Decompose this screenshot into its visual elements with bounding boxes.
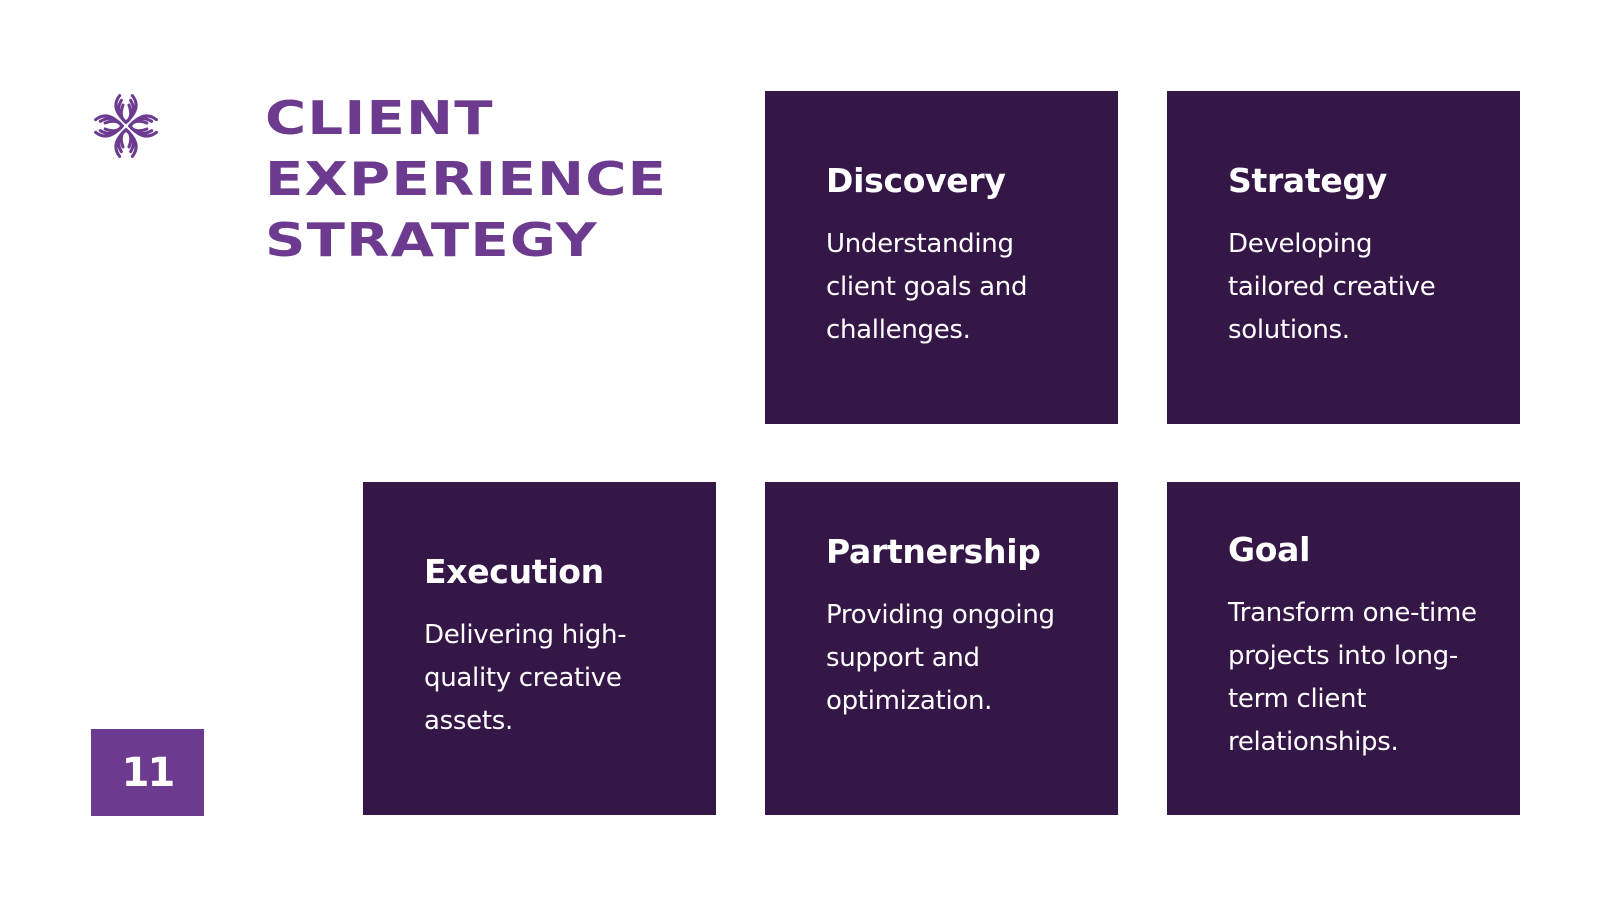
card-partnership: Partnership Providing ongoing support an…	[765, 482, 1118, 815]
card-title: Discovery	[826, 161, 1006, 200]
card-body: Delivering high-quality creative assets.	[424, 620, 627, 736]
card-title: Partnership	[826, 532, 1041, 571]
card-body: Understanding client goals and challenge…	[826, 229, 1028, 345]
card-body: Developing tailored creative solutions.	[1228, 229, 1436, 345]
slide-title: CLIENT EXPERIENCE STRATEGY	[265, 88, 667, 271]
card-title: Strategy	[1228, 161, 1387, 200]
card-strategy: Strategy Developing tailored creative so…	[1167, 91, 1520, 424]
card-goal: Goal Transform one-time projects into lo…	[1167, 482, 1520, 815]
page-number: 11	[121, 749, 176, 796]
card-discovery: Discovery Understanding client goals and…	[765, 91, 1118, 424]
card-body: Providing ongoing support and optimizati…	[826, 600, 1055, 716]
card-execution: Execution Delivering high-quality creati…	[363, 482, 716, 815]
title-line-2: EXPERIENCE	[265, 152, 668, 206]
card-title: Goal	[1228, 530, 1311, 569]
card-title: Execution	[424, 552, 604, 591]
title-line-1: CLIENT	[265, 91, 494, 145]
page-number-badge: 11	[91, 729, 204, 816]
swirl-flower-logo-icon	[88, 88, 164, 164]
card-body: Transform one-time projects into long-te…	[1228, 598, 1477, 757]
title-line-3: STRATEGY	[265, 213, 598, 267]
